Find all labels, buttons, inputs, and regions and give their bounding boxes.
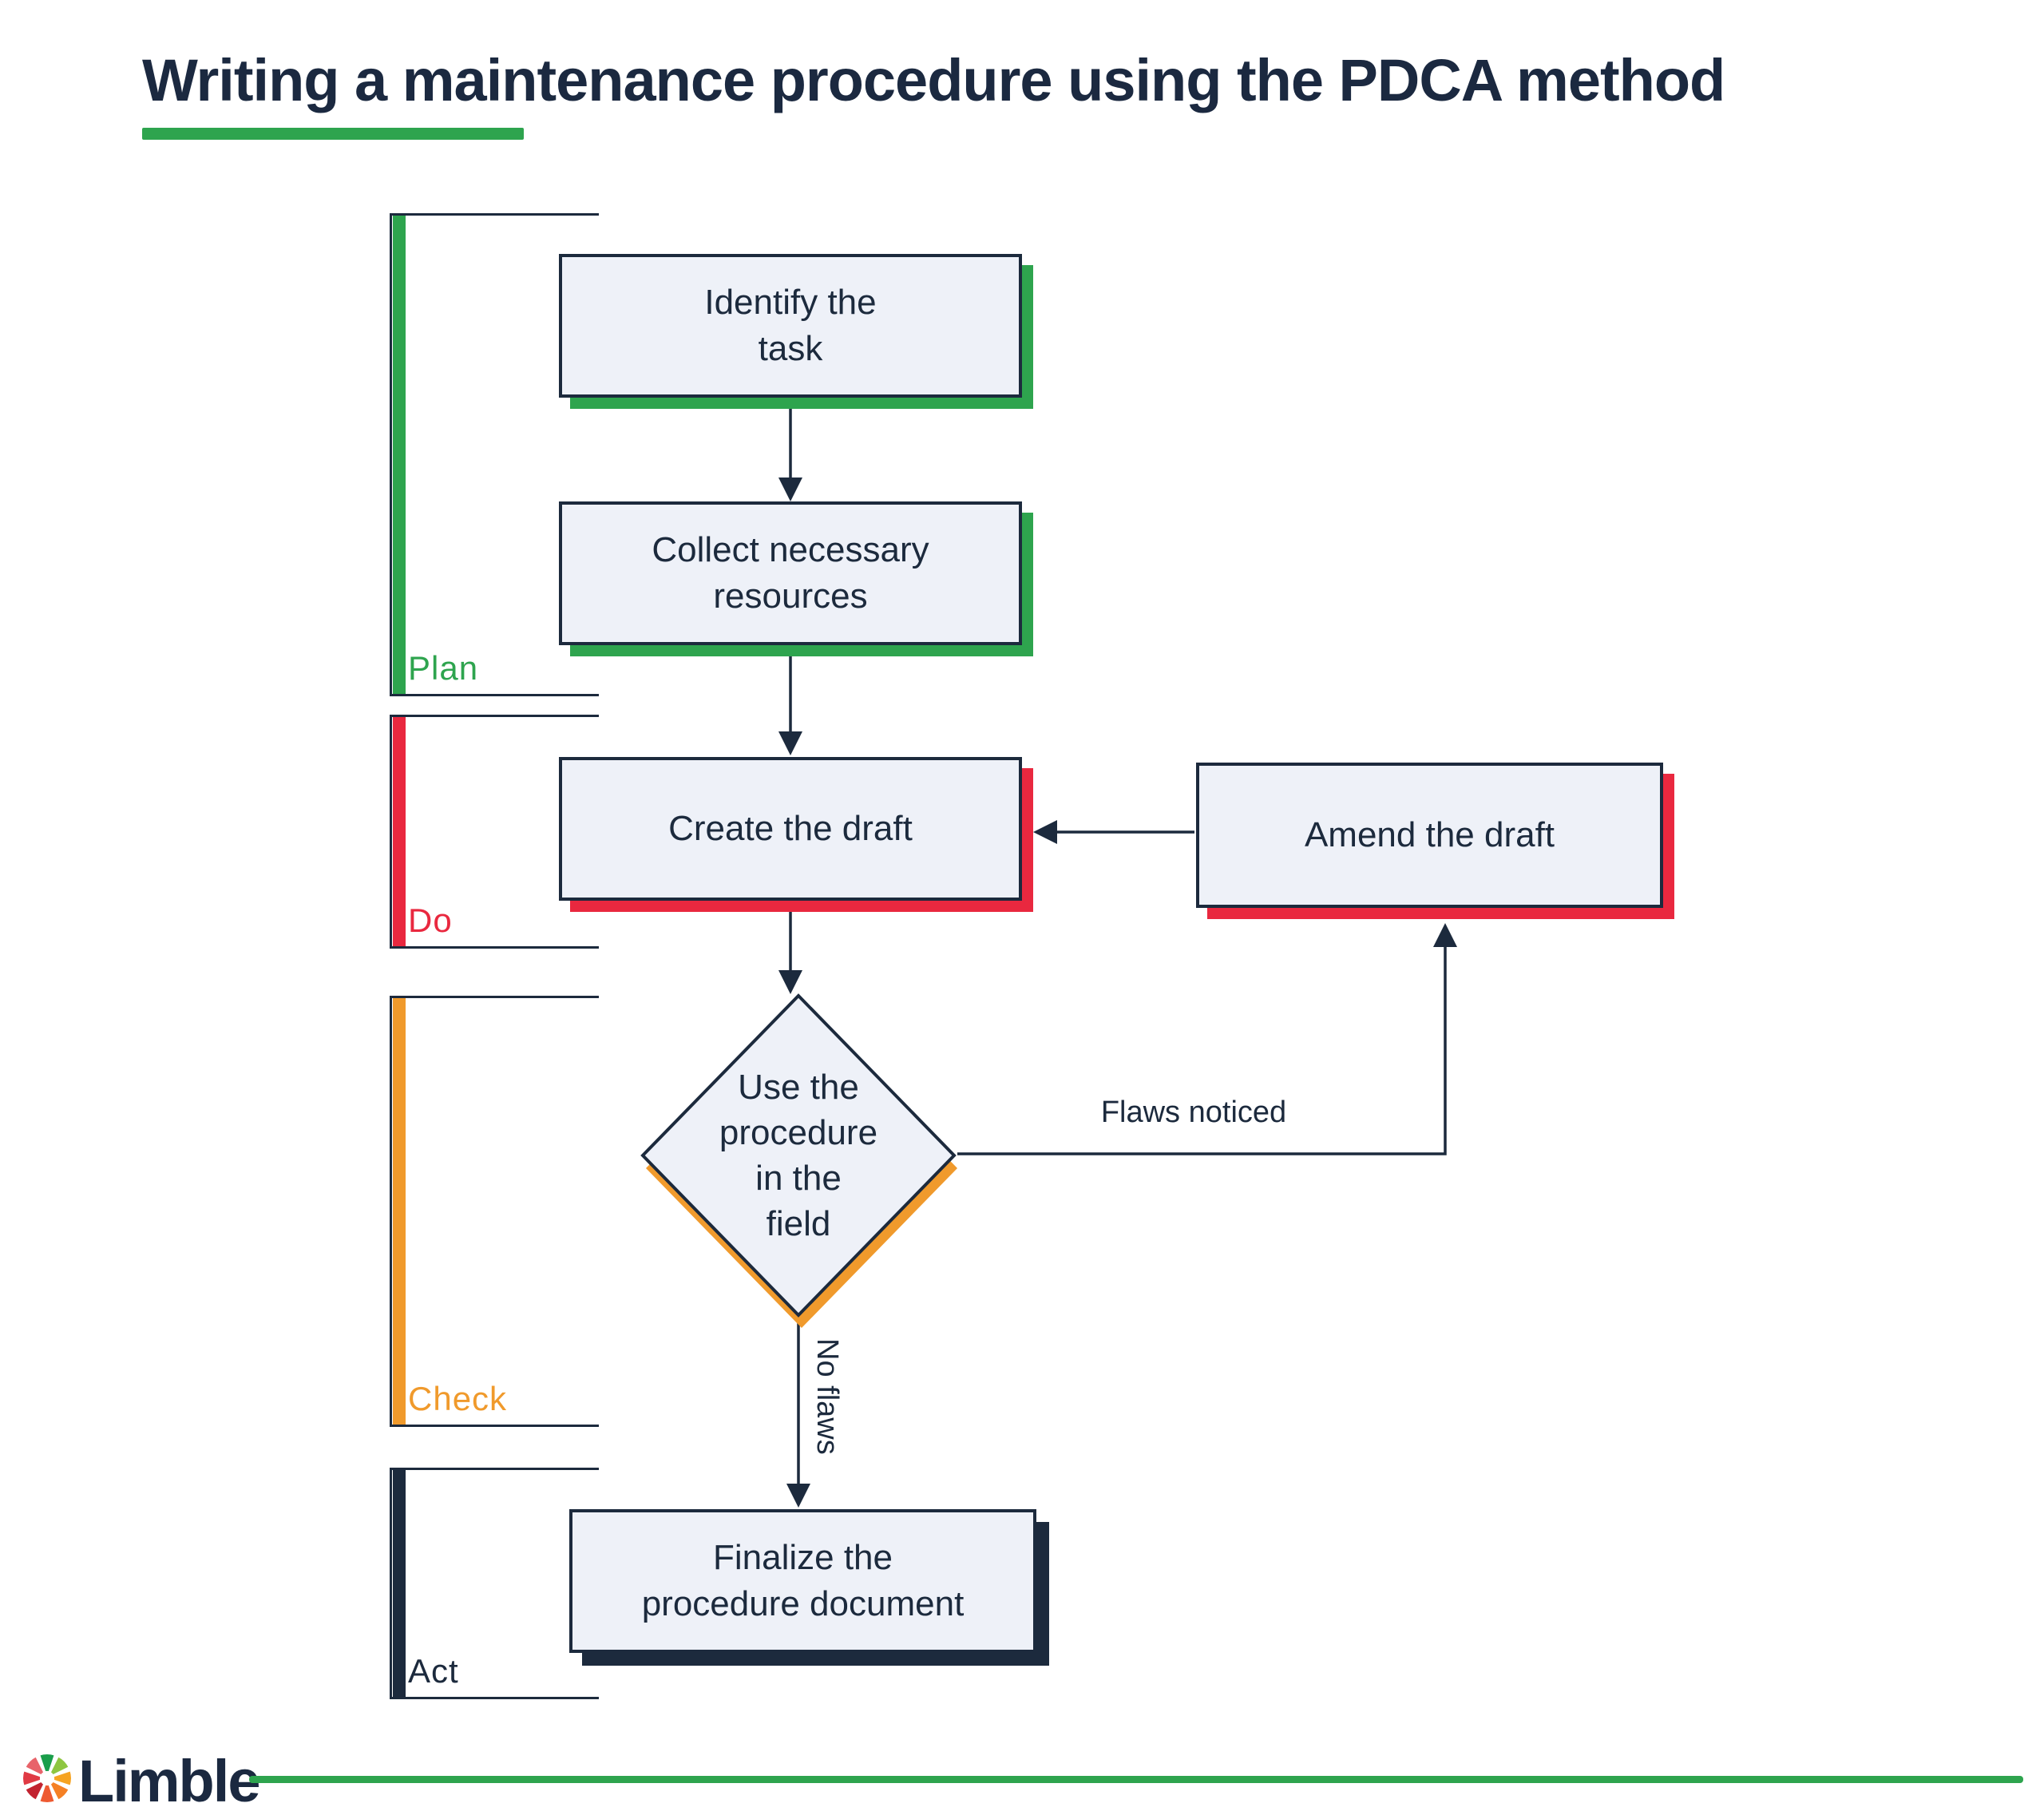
phase-label-do: Do	[408, 902, 453, 939]
phase-bracket-act: Act	[390, 1468, 599, 1699]
title-underline	[142, 128, 524, 140]
node-collect-resources-label: Collect necessary resources	[652, 529, 929, 616]
phase-bracket-check: Check	[390, 996, 599, 1427]
node-amend-draft: Amend the draft	[1196, 763, 1663, 908]
arrow-create-to-decision	[778, 904, 802, 994]
decision-diamond-shape	[640, 993, 957, 1318]
arrow-collect-to-create	[778, 648, 802, 755]
footer-rule	[249, 1776, 2023, 1783]
decision-diamond	[640, 993, 957, 1328]
node-create-draft-label: Create the draft	[668, 808, 913, 848]
limble-wordmark: Limble	[78, 1748, 260, 1814]
node-create-draft: Create the draft	[559, 757, 1022, 901]
arrow-amend-to-create	[1033, 820, 1194, 844]
phase-bracket-plan: Plan	[390, 213, 599, 696]
page-title: Writing a maintenance procedure using th…	[142, 47, 1725, 113]
phase-bar-do	[393, 717, 406, 946]
arrow-decision-to-finalize	[786, 1318, 810, 1508]
edge-label-flaws-noticed: Flaws noticed	[1100, 1096, 1287, 1129]
edge-label-no-flaws: No flaws	[810, 1338, 844, 1455]
phase-label-check: Check	[408, 1380, 508, 1417]
phase-bar-act	[393, 1470, 406, 1697]
node-finalize-document: Finalize the procedure document	[569, 1509, 1036, 1653]
node-identify-task-label: Identify the task	[704, 282, 877, 368]
arrow-decision-to-amend	[957, 923, 1457, 1155]
phase-label-act: Act	[408, 1652, 459, 1690]
node-collect-resources: Collect necessary resources	[559, 501, 1022, 645]
phase-bar-plan	[393, 216, 406, 694]
node-amend-draft-label: Amend the draft	[1304, 814, 1555, 854]
limble-logo-icon	[22, 1753, 73, 1804]
phase-bracket-do: Do	[390, 715, 599, 949]
node-identify-task: Identify the task	[559, 254, 1022, 398]
node-finalize-document-label: Finalize the procedure document	[641, 1537, 965, 1623]
phase-bar-check	[393, 998, 406, 1425]
decision-label: Use the procedure in the field	[719, 1067, 878, 1244]
phase-label-plan: Plan	[408, 649, 479, 687]
arrow-identify-to-collect	[778, 401, 802, 501]
